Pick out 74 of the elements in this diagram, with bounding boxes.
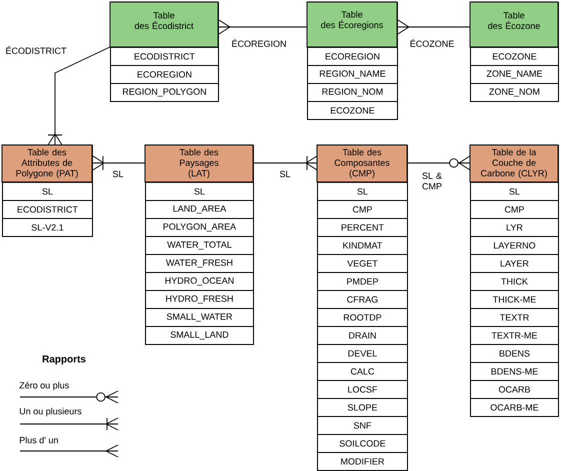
edge-label: SL bbox=[278, 170, 292, 178]
field-row: REGION_NAME bbox=[307, 65, 398, 84]
legend-label: Zéro ou plus bbox=[19, 382, 69, 390]
field-row: SLOPE bbox=[317, 398, 408, 417]
relationship-line bbox=[397, 20, 470, 34]
field-row: LOCSF bbox=[317, 380, 408, 399]
field-row: LAYER bbox=[470, 254, 559, 273]
field-row: WATER_FRESH bbox=[145, 254, 254, 273]
edge-label: ÉCODISTRICT bbox=[4, 45, 68, 55]
field-row: HYDRO_FRESH bbox=[145, 290, 254, 309]
field-row: OCARB bbox=[470, 380, 559, 399]
table-header: Table des Paysages (LAT) bbox=[144, 144, 254, 182]
field-row: ROOTDP bbox=[317, 308, 408, 327]
legend-title: Rapports bbox=[42, 356, 86, 364]
field-row: VEGET bbox=[317, 254, 408, 273]
field-row: SL bbox=[2, 182, 93, 201]
field-row: SOILCODE bbox=[317, 434, 408, 453]
field-row: THICK-ME bbox=[470, 290, 559, 309]
field-row: SL-V2.1 bbox=[2, 218, 93, 237]
field-row: ECOREGION bbox=[110, 65, 219, 84]
field-row: SNF bbox=[317, 416, 408, 435]
relationship-line bbox=[253, 156, 318, 170]
field-row: DEVEL bbox=[317, 344, 408, 363]
field-row: THICK bbox=[470, 272, 559, 291]
edge-label: ÉCOREGION bbox=[230, 38, 288, 48]
field-row: WATER_TOTAL bbox=[145, 236, 254, 255]
field-row: ZONE_NAME bbox=[470, 65, 559, 84]
table-header: Table des Écozone bbox=[470, 2, 558, 48]
table-header: Table des Composantes (CMP) bbox=[316, 144, 408, 182]
legend-label: Un ou plusieurs bbox=[20, 408, 82, 416]
field-row: LYR bbox=[470, 218, 559, 237]
field-row: HYDRO_OCEAN bbox=[145, 272, 254, 291]
field-row: CMP bbox=[317, 200, 408, 219]
field-row: POLYGON_AREA bbox=[145, 218, 254, 237]
field-row: KINDMAT bbox=[317, 236, 408, 255]
field-row: LAND_AREA bbox=[145, 200, 254, 219]
field-row: MODIFIER bbox=[317, 452, 408, 471]
field-row: ECOZONE bbox=[470, 47, 559, 66]
table-header: Table des Écoregions bbox=[306, 2, 398, 48]
field-row: PERCENT bbox=[317, 218, 408, 237]
field-row: DRAIN bbox=[317, 326, 408, 345]
relationship-line bbox=[407, 156, 470, 170]
field-row: ECODISTRICT bbox=[110, 47, 219, 66]
field-row: SMALL_LAND bbox=[145, 326, 254, 345]
field-row: REGION_NOM bbox=[307, 83, 398, 102]
field-row: SL bbox=[317, 182, 408, 201]
field-row: BDENS-ME bbox=[470, 362, 559, 381]
field-row: ECOZONE bbox=[307, 101, 398, 120]
field-row: SMALL_WATER bbox=[145, 308, 254, 327]
relationship-line bbox=[92, 156, 146, 170]
field-row: PMDEP bbox=[317, 272, 408, 291]
legend-label: Plus d' un bbox=[20, 436, 58, 444]
field-row: BDENS bbox=[470, 344, 559, 363]
table-header: Table des Attributes de Polygone (PAT) bbox=[2, 144, 92, 182]
field-row: ECODISTRICT bbox=[2, 200, 93, 219]
edge-label: SL & CMP bbox=[418, 172, 446, 190]
field-row: TEXTR-ME bbox=[470, 326, 559, 345]
field-row: ZONE_NOM bbox=[470, 83, 559, 102]
field-row: OCARB-ME bbox=[470, 398, 559, 417]
field-row: CMP bbox=[470, 200, 559, 219]
relationship-line bbox=[48, 46, 110, 146]
relationship-line bbox=[218, 20, 308, 34]
edge-label: ÉCOZONE bbox=[408, 38, 456, 48]
table-header: Table de la Couche de Carbone (CLYR) bbox=[470, 144, 558, 182]
table-header: Table des Écodistrict bbox=[110, 2, 218, 48]
field-row: LAYERNO bbox=[470, 236, 559, 255]
field-row: ECOREGION bbox=[307, 47, 398, 66]
edge-label: SL bbox=[112, 170, 124, 178]
field-row: CFRAG bbox=[317, 290, 408, 309]
field-row: SL bbox=[470, 182, 559, 201]
field-row: REGION_POLYGON bbox=[110, 83, 219, 102]
field-row: SL bbox=[145, 182, 254, 201]
field-row: TEXTR bbox=[470, 308, 559, 327]
field-row: CALC bbox=[317, 362, 408, 381]
